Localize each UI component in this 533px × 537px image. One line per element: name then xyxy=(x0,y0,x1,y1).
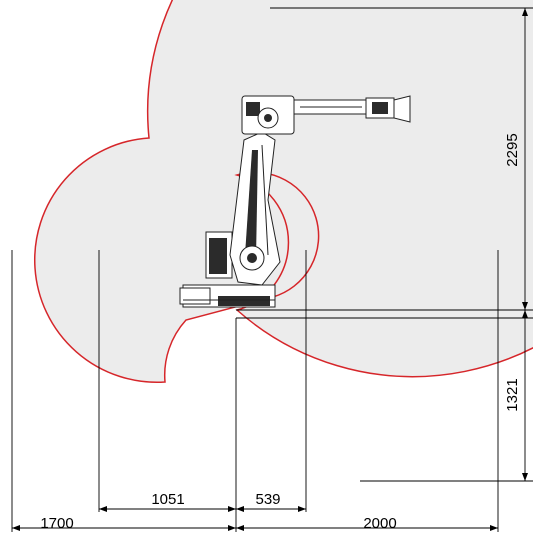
horizontal-dimension-lines xyxy=(12,506,498,531)
robot-illustration xyxy=(179,95,411,308)
vertical-extension-lines xyxy=(11,250,499,532)
robot-tool-flange xyxy=(393,95,411,123)
work-envelope-area xyxy=(33,0,533,384)
dim-2295-label: 2295 xyxy=(504,133,521,166)
dim-1700-label: 1700 xyxy=(40,515,73,532)
dim-1321-label: 1321 xyxy=(504,378,521,411)
dim-2000-label: 2000 xyxy=(363,515,396,532)
vertical-dimension-line xyxy=(522,8,528,481)
dim-1051-label: 1051 xyxy=(151,491,184,508)
horizontal-extension-lines xyxy=(236,7,533,482)
dim-539-label: 539 xyxy=(255,491,280,508)
